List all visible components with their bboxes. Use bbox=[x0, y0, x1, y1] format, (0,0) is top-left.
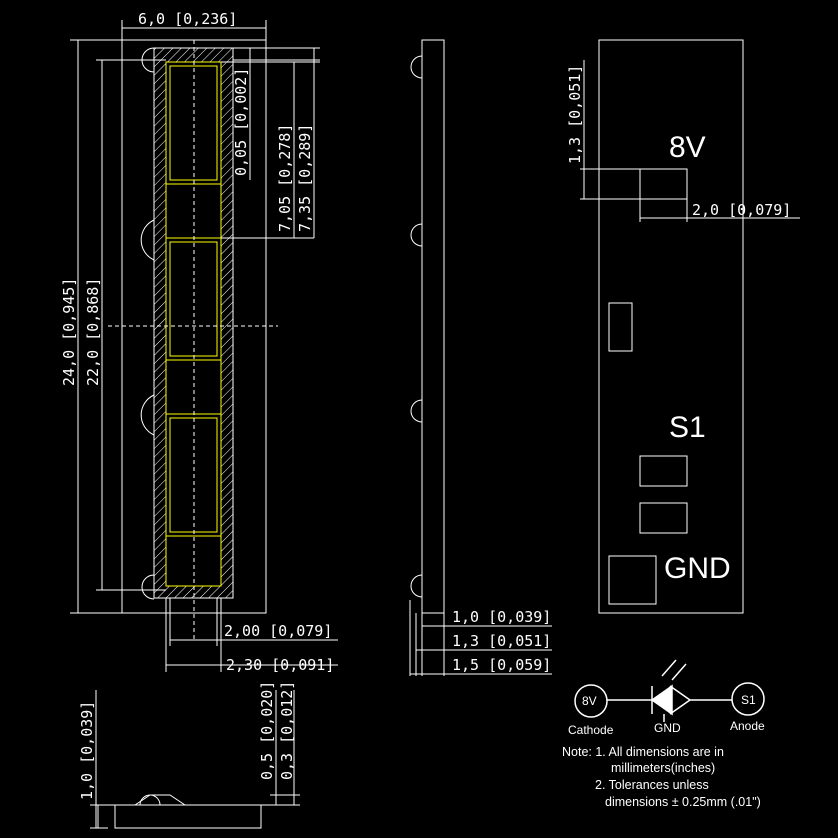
dim-0-05: 0,05 [0,002] bbox=[232, 68, 250, 176]
dim-1-5: 1,5 [0,059] bbox=[452, 656, 551, 674]
note-line1: Note: 1. All dimensions are in bbox=[562, 745, 724, 759]
diode-arrow bbox=[650, 684, 673, 716]
dim-7-05: 7,05 [0,278] bbox=[276, 124, 294, 232]
notch bbox=[140, 219, 155, 261]
pad-small bbox=[608, 302, 633, 352]
cathode-label: Cathode bbox=[568, 723, 614, 737]
front-view bbox=[108, 39, 278, 640]
dim-width-top: 6,0 [0,236] bbox=[138, 10, 237, 28]
dim-bottom-1-0: 1,0 [0,039] bbox=[78, 701, 96, 800]
dim-22: 22,0 [0,868] bbox=[84, 278, 102, 386]
pad-s1-b bbox=[639, 502, 688, 534]
notch bbox=[141, 574, 155, 600]
dim-pad-1-3: 1,3 [0,051] bbox=[566, 65, 584, 164]
bottom-profile bbox=[98, 794, 270, 806]
front-dim-lines bbox=[70, 20, 338, 672]
label-s1: S1 bbox=[669, 411, 706, 444]
note-line2: millimeters(inches) bbox=[611, 761, 715, 775]
side-body-outline bbox=[421, 39, 445, 614]
side-notch bbox=[410, 399, 423, 423]
gnd-label: GND bbox=[654, 721, 681, 735]
node-8v bbox=[574, 684, 608, 718]
dim-pad-2-0: 2,0 [0,079] bbox=[692, 201, 791, 219]
dim-2-30: 2,30 [0,091] bbox=[226, 656, 334, 674]
dim-bottom-0-5: 0,5 [0,020] bbox=[258, 681, 276, 780]
note-line3: 2. Tolerances unless bbox=[595, 778, 709, 792]
dim-7-35: 7,35 [0,289] bbox=[296, 124, 314, 232]
anode-label: Anode bbox=[730, 719, 765, 733]
dim-1-0: 1,0 [0,039] bbox=[452, 608, 551, 626]
dim-2-00: 2,00 [0,079] bbox=[224, 622, 332, 640]
side-view bbox=[409, 39, 552, 676]
note-line4: dimensions ± 0.25mm (.01") bbox=[605, 795, 761, 809]
side-notch bbox=[410, 55, 423, 79]
back-view bbox=[580, 39, 800, 614]
schematic bbox=[574, 659, 765, 722]
label-8v: 8V bbox=[669, 131, 706, 164]
back-body-outline bbox=[598, 39, 744, 614]
pad-gnd bbox=[608, 555, 657, 605]
pad-s1-a bbox=[639, 455, 688, 487]
node-s1 bbox=[731, 682, 765, 716]
notch bbox=[140, 394, 155, 436]
dim-bottom-0-3: 0,3 [0,012] bbox=[278, 681, 296, 780]
side-notch bbox=[410, 223, 423, 247]
label-gnd: GND bbox=[664, 552, 731, 585]
pad-8v bbox=[639, 168, 688, 200]
node-s1-label: S1 bbox=[741, 693, 756, 707]
bottom-body bbox=[114, 804, 262, 829]
node-8v-label: 8V bbox=[582, 694, 597, 708]
side-notch bbox=[410, 574, 423, 598]
dim-24: 24,0 [0,945] bbox=[60, 278, 78, 386]
bottom-view bbox=[90, 690, 300, 829]
dim-1-3: 1,3 [0,051] bbox=[452, 632, 551, 650]
